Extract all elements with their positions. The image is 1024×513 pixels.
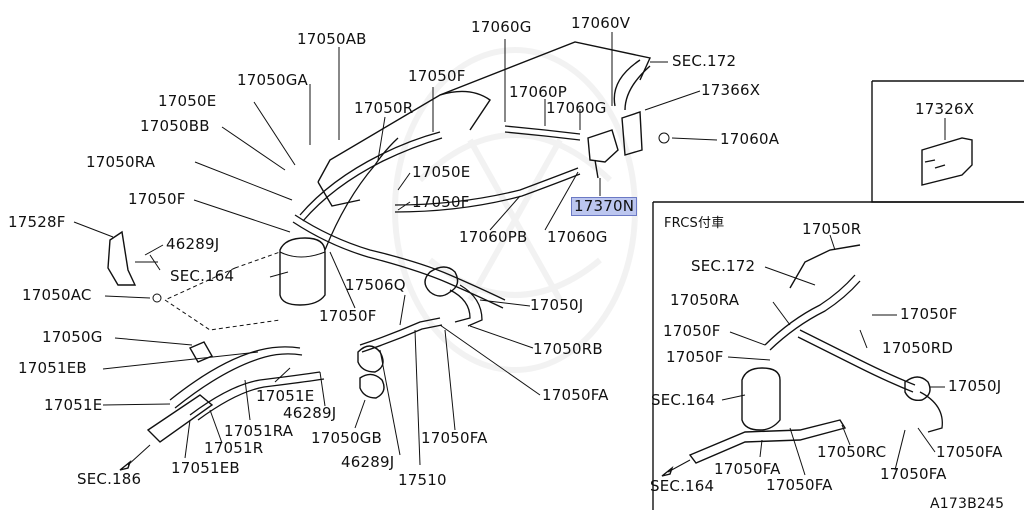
part-label: 17051E bbox=[44, 396, 103, 414]
part-label: 17050GA bbox=[237, 71, 309, 89]
part-label: 46289J bbox=[166, 235, 220, 253]
part-label: 17051E bbox=[256, 387, 315, 405]
frcs-inset-title: FRCS付車 bbox=[664, 216, 725, 231]
part-label: 17050R bbox=[354, 99, 414, 117]
part-label: 17528F bbox=[8, 213, 66, 231]
part-label: 17050G bbox=[42, 328, 103, 346]
part-label: 17506Q bbox=[345, 276, 406, 294]
frcs-section-ref-label: SEC.164 bbox=[651, 391, 716, 409]
part-label: 17060G bbox=[546, 99, 607, 117]
part-label: 17050F bbox=[319, 307, 377, 325]
part-label: 17050FA bbox=[542, 386, 609, 404]
part-label: 17050FA bbox=[421, 429, 488, 447]
frcs-part-label: 17050RA bbox=[670, 291, 740, 309]
frcs-part-label: 17050FA bbox=[766, 476, 833, 494]
part-label: 17060G bbox=[547, 228, 608, 246]
part-label: 17050J bbox=[530, 296, 584, 314]
part-label: 17510 bbox=[398, 471, 447, 489]
frcs-part-label: 17050FA bbox=[880, 465, 947, 483]
part-label: 17050F bbox=[128, 190, 186, 208]
part-label: 17050AC bbox=[22, 286, 92, 304]
frcs-part-label: 17050F bbox=[663, 322, 721, 340]
section-ref-label: SEC.172 bbox=[672, 52, 737, 70]
part-label: 17051EB bbox=[18, 359, 87, 377]
part-label: 17050E bbox=[158, 92, 217, 110]
frcs-part-label: 17050F bbox=[900, 305, 958, 323]
highlighted-part-label[interactable]: 17370N bbox=[570, 197, 638, 216]
frcs-part-label: 17050R bbox=[802, 220, 862, 238]
inset-frcs-frame bbox=[652, 201, 1024, 510]
part-label: 46289J bbox=[283, 404, 337, 422]
part-label: 17051EB bbox=[171, 459, 240, 477]
part-label: 17050F bbox=[408, 67, 466, 85]
part-label: 17051R bbox=[204, 439, 264, 457]
part-label: 17050E bbox=[412, 163, 471, 181]
frcs-part-label: 17050F bbox=[666, 348, 724, 366]
part-label: 17366X bbox=[701, 81, 761, 99]
frcs-section-ref-label: SEC.172 bbox=[691, 257, 756, 275]
inset-part-label: 17326X bbox=[915, 100, 975, 118]
part-label: 17050GB bbox=[311, 429, 383, 447]
frcs-part-label: 17050FA bbox=[936, 443, 1003, 461]
frcs-part-label: 17050RC bbox=[817, 443, 887, 461]
diagram-ref-code: A173B245 bbox=[930, 496, 1005, 512]
part-label: 17051RA bbox=[224, 422, 294, 440]
part-label: 17060G bbox=[471, 18, 532, 36]
frcs-part-label: 17050FA bbox=[714, 460, 781, 478]
part-label: 17050RA bbox=[86, 153, 156, 171]
part-label: 17060PB bbox=[459, 228, 528, 246]
part-label: 17060V bbox=[571, 14, 631, 32]
part-label: 17060A bbox=[720, 130, 780, 148]
section-ref-label: SEC.186 bbox=[77, 470, 142, 488]
part-label: 17050RB bbox=[533, 340, 603, 358]
section-ref-label: SEC.164 bbox=[170, 267, 235, 285]
part-label: 17050BB bbox=[140, 117, 210, 135]
part-label: 17050F bbox=[412, 193, 470, 211]
part-label: 17050AB bbox=[297, 30, 367, 48]
frcs-part-label: 17050J bbox=[948, 377, 1002, 395]
frcs-part-label: 17050RD bbox=[882, 339, 954, 357]
part-label: 46289J bbox=[341, 453, 395, 471]
part-label: 17060P bbox=[509, 83, 567, 101]
frcs-section-ref-label: SEC.164 bbox=[650, 477, 715, 495]
